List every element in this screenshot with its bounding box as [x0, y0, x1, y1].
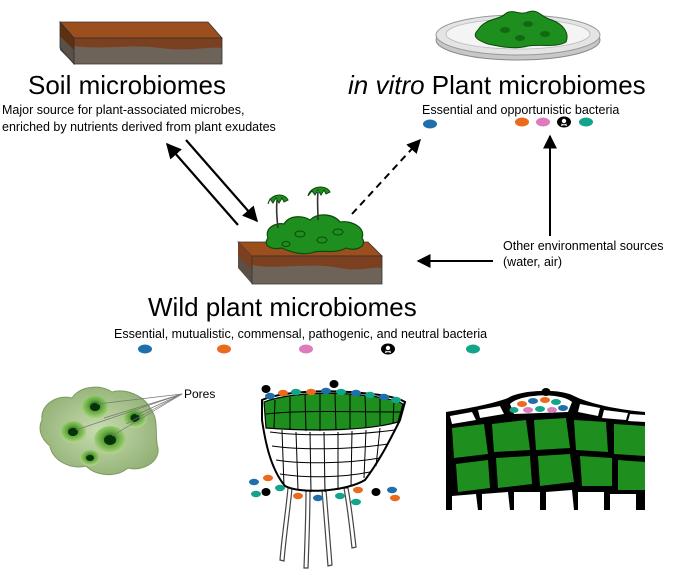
petri-dish-icon — [435, 10, 601, 61]
wild-title: Wild plant microbiomes — [148, 292, 417, 322]
pores-label: Pores — [184, 387, 216, 401]
env-sources-line1: Other environmental sources — [503, 239, 664, 253]
invitro-title-rest: Plant microbiomes — [424, 70, 646, 100]
mutualistic-bacterium — [217, 344, 231, 354]
skull-bacterium-icon — [557, 116, 571, 128]
env-sources-line2: (water, air) — [503, 255, 563, 269]
pores-photo — [39, 386, 183, 475]
soil-title: Soil microbiomes — [28, 70, 226, 100]
commensal-bacterium — [536, 117, 550, 127]
invitro-bacteria-legend — [423, 116, 593, 129]
soil-desc-line1: Major source for plant-associated microb… — [2, 103, 245, 117]
invitro-desc: Essential and opportunistic bacteria — [422, 103, 620, 117]
essential-bacterium — [138, 344, 152, 354]
invitro-title-italic: in vitro — [348, 70, 425, 100]
zoomed-cell-section — [446, 388, 645, 510]
opportunistic-bacterium — [515, 117, 529, 127]
skull-bacterium-icon — [381, 343, 395, 355]
wild-plant-icon — [237, 186, 383, 285]
wild-bacteria-legend — [138, 343, 480, 355]
invitro-title: in vitro Plant microbiomes — [348, 70, 646, 101]
soil-block-icon — [59, 20, 223, 66]
commensal-bacterium — [299, 344, 313, 354]
arrow-wild-to-soil — [165, 142, 239, 226]
neutral-bacterium — [466, 344, 480, 354]
neutral-bacterium — [579, 117, 593, 127]
arrow-soil-to-wild — [185, 139, 259, 223]
arrow-wild-to-invitro-dashed — [351, 138, 421, 215]
essential-bacterium — [423, 119, 437, 129]
soil-desc-line2: enriched by nutrients derived from plant… — [2, 120, 276, 134]
wild-desc: Essential, mutualistic, commensal, patho… — [114, 327, 488, 341]
arrows — [165, 134, 557, 268]
thallus-cross-section — [249, 380, 407, 569]
